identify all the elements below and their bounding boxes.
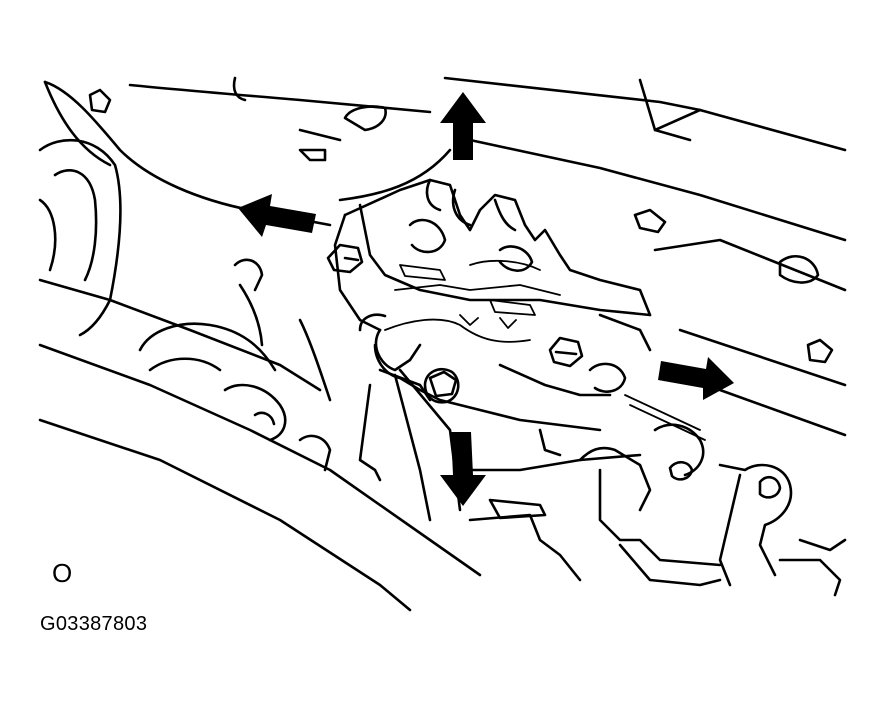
- body-structure: [43, 76, 847, 437]
- arrow-down: [440, 432, 486, 506]
- left-components: [38, 138, 482, 612]
- arrow-left: [238, 194, 316, 237]
- arrow-up: [440, 92, 486, 160]
- lower-structure: [468, 423, 847, 597]
- figure-code: G03387803: [40, 613, 148, 635]
- figure-marker: O: [52, 558, 73, 588]
- arrow-right: [658, 357, 734, 400]
- hood-lock-assembly: [326, 178, 706, 522]
